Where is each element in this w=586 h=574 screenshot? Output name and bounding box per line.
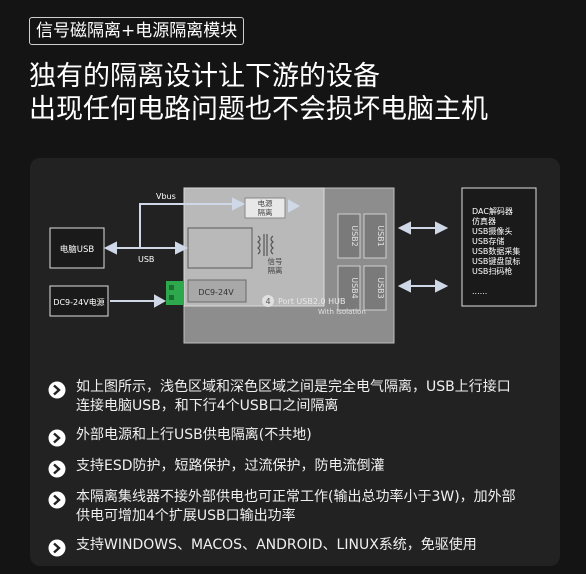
device-3: USB摄像头 bbox=[472, 226, 512, 236]
pc-usb-label: 电脑USB bbox=[60, 244, 95, 255]
signal-iso-label-2: 隔离 bbox=[268, 265, 283, 275]
port-usb2-label: USB2 bbox=[350, 225, 359, 247]
feature-item: 支持ESD防护，短路保护，过流保护，防电流倒灌 bbox=[48, 457, 553, 478]
feature-item: 本隔离集线器不接外部供电也可正常工作(输出总功率小于3W)，加外部供电可增加4个… bbox=[48, 488, 553, 526]
device-2: 仿真器 bbox=[472, 216, 496, 226]
product-tag: 信号磁隔离+电源隔离模块 bbox=[29, 17, 245, 45]
port-usb2 bbox=[337, 213, 361, 259]
connection-arrows bbox=[103, 197, 449, 308]
feature-text: 支持ESD防护，短路保护，过流保护，防电流倒灌 bbox=[76, 458, 385, 474]
headline-line-1: 独有的隔离设计让下游的设备 bbox=[29, 61, 380, 92]
vbus-label: Vbus bbox=[156, 192, 176, 201]
power-iso-box bbox=[244, 197, 286, 219]
transformer-icon bbox=[257, 234, 274, 256]
port-usb4 bbox=[337, 265, 361, 311]
terminal-connector bbox=[166, 281, 184, 305]
arrow-circle-icon bbox=[48, 460, 66, 478]
hub-label: Port USB2.0 HUB bbox=[278, 297, 345, 306]
feature-item: 支持WINDOWS、MACOS、ANDROID、LINUX系统，免驱使用 bbox=[48, 536, 553, 557]
headline-line-2: 出现任何电路问题也不会损坏电脑主机 bbox=[29, 94, 488, 125]
usb-label: USB bbox=[138, 255, 154, 264]
arrow-circle-icon bbox=[48, 381, 66, 399]
arrow-circle-icon bbox=[48, 491, 66, 509]
feature-text: 外部电源和上行USB供电隔离(不共地) bbox=[76, 427, 312, 443]
device-7: USB扫码枪 bbox=[472, 266, 512, 276]
arrow-circle-icon bbox=[48, 539, 66, 557]
feature-text: 如上图所示，浅色区域和深色区域之间是完全电气隔离，USB上行接口连接电脑USB，… bbox=[76, 379, 511, 414]
port-usb3 bbox=[363, 265, 387, 311]
feature-text: 本隔离集线器不接外部供电也可正常工作(输出总功率小于3W)，加外部供电可增加4个… bbox=[76, 489, 516, 524]
feature-text: 支持WINDOWS、MACOS、ANDROID、LINUX系统，免驱使用 bbox=[76, 537, 477, 553]
port-usb1 bbox=[363, 213, 387, 259]
power-iso-label-2: 隔离 bbox=[258, 207, 273, 217]
feature-item: 外部电源和上行USB供电隔离(不共地) bbox=[48, 426, 553, 447]
isolation-diagram: 电源 隔离 信号 隔离 DC9-24V USB2 USB1 USB4 USB3 … bbox=[49, 187, 537, 344]
port-usb4-label: USB4 bbox=[350, 277, 359, 299]
port-usb3-label: USB3 bbox=[376, 277, 385, 299]
hub-number-badge bbox=[262, 295, 274, 307]
device-more: ...... bbox=[472, 287, 487, 296]
headline: 独有的隔离设计让下游的设备 出现任何电路问题也不会损坏电脑主机 bbox=[29, 60, 488, 126]
device-1: DAC解码器 bbox=[472, 206, 513, 216]
power-iso-label-1: 电源 bbox=[258, 198, 273, 208]
device-6: USB键盘鼠标 bbox=[472, 256, 520, 266]
feature-list: 如上图所示，浅色区域和深色区域之间是完全电气隔离，USB上行接口连接电脑USB，… bbox=[48, 378, 553, 567]
device-5: USB数据采集 bbox=[472, 246, 520, 256]
hub-number: 4 bbox=[265, 297, 270, 306]
power-input-box bbox=[49, 285, 109, 317]
hub-sub-label: With Isolation bbox=[318, 308, 366, 316]
arrow-circle-icon bbox=[48, 429, 66, 447]
dc-label: DC9-24V bbox=[198, 288, 234, 297]
power-input-label: DC9-24V电源 bbox=[53, 297, 104, 307]
info-card: 电源 隔离 信号 隔离 DC9-24V USB2 USB1 USB4 USB3 … bbox=[30, 158, 560, 566]
device-list-box bbox=[461, 187, 537, 307]
port-usb1-label: USB1 bbox=[376, 225, 385, 247]
feature-item: 如上图所示，浅色区域和深色区域之间是完全电气隔离，USB上行接口连接电脑USB，… bbox=[48, 378, 553, 416]
device-4: USB存储 bbox=[472, 236, 504, 246]
signal-iso-label-1: 信号 bbox=[268, 256, 283, 266]
pc-usb-box bbox=[49, 227, 105, 269]
dc-block bbox=[187, 279, 247, 303]
